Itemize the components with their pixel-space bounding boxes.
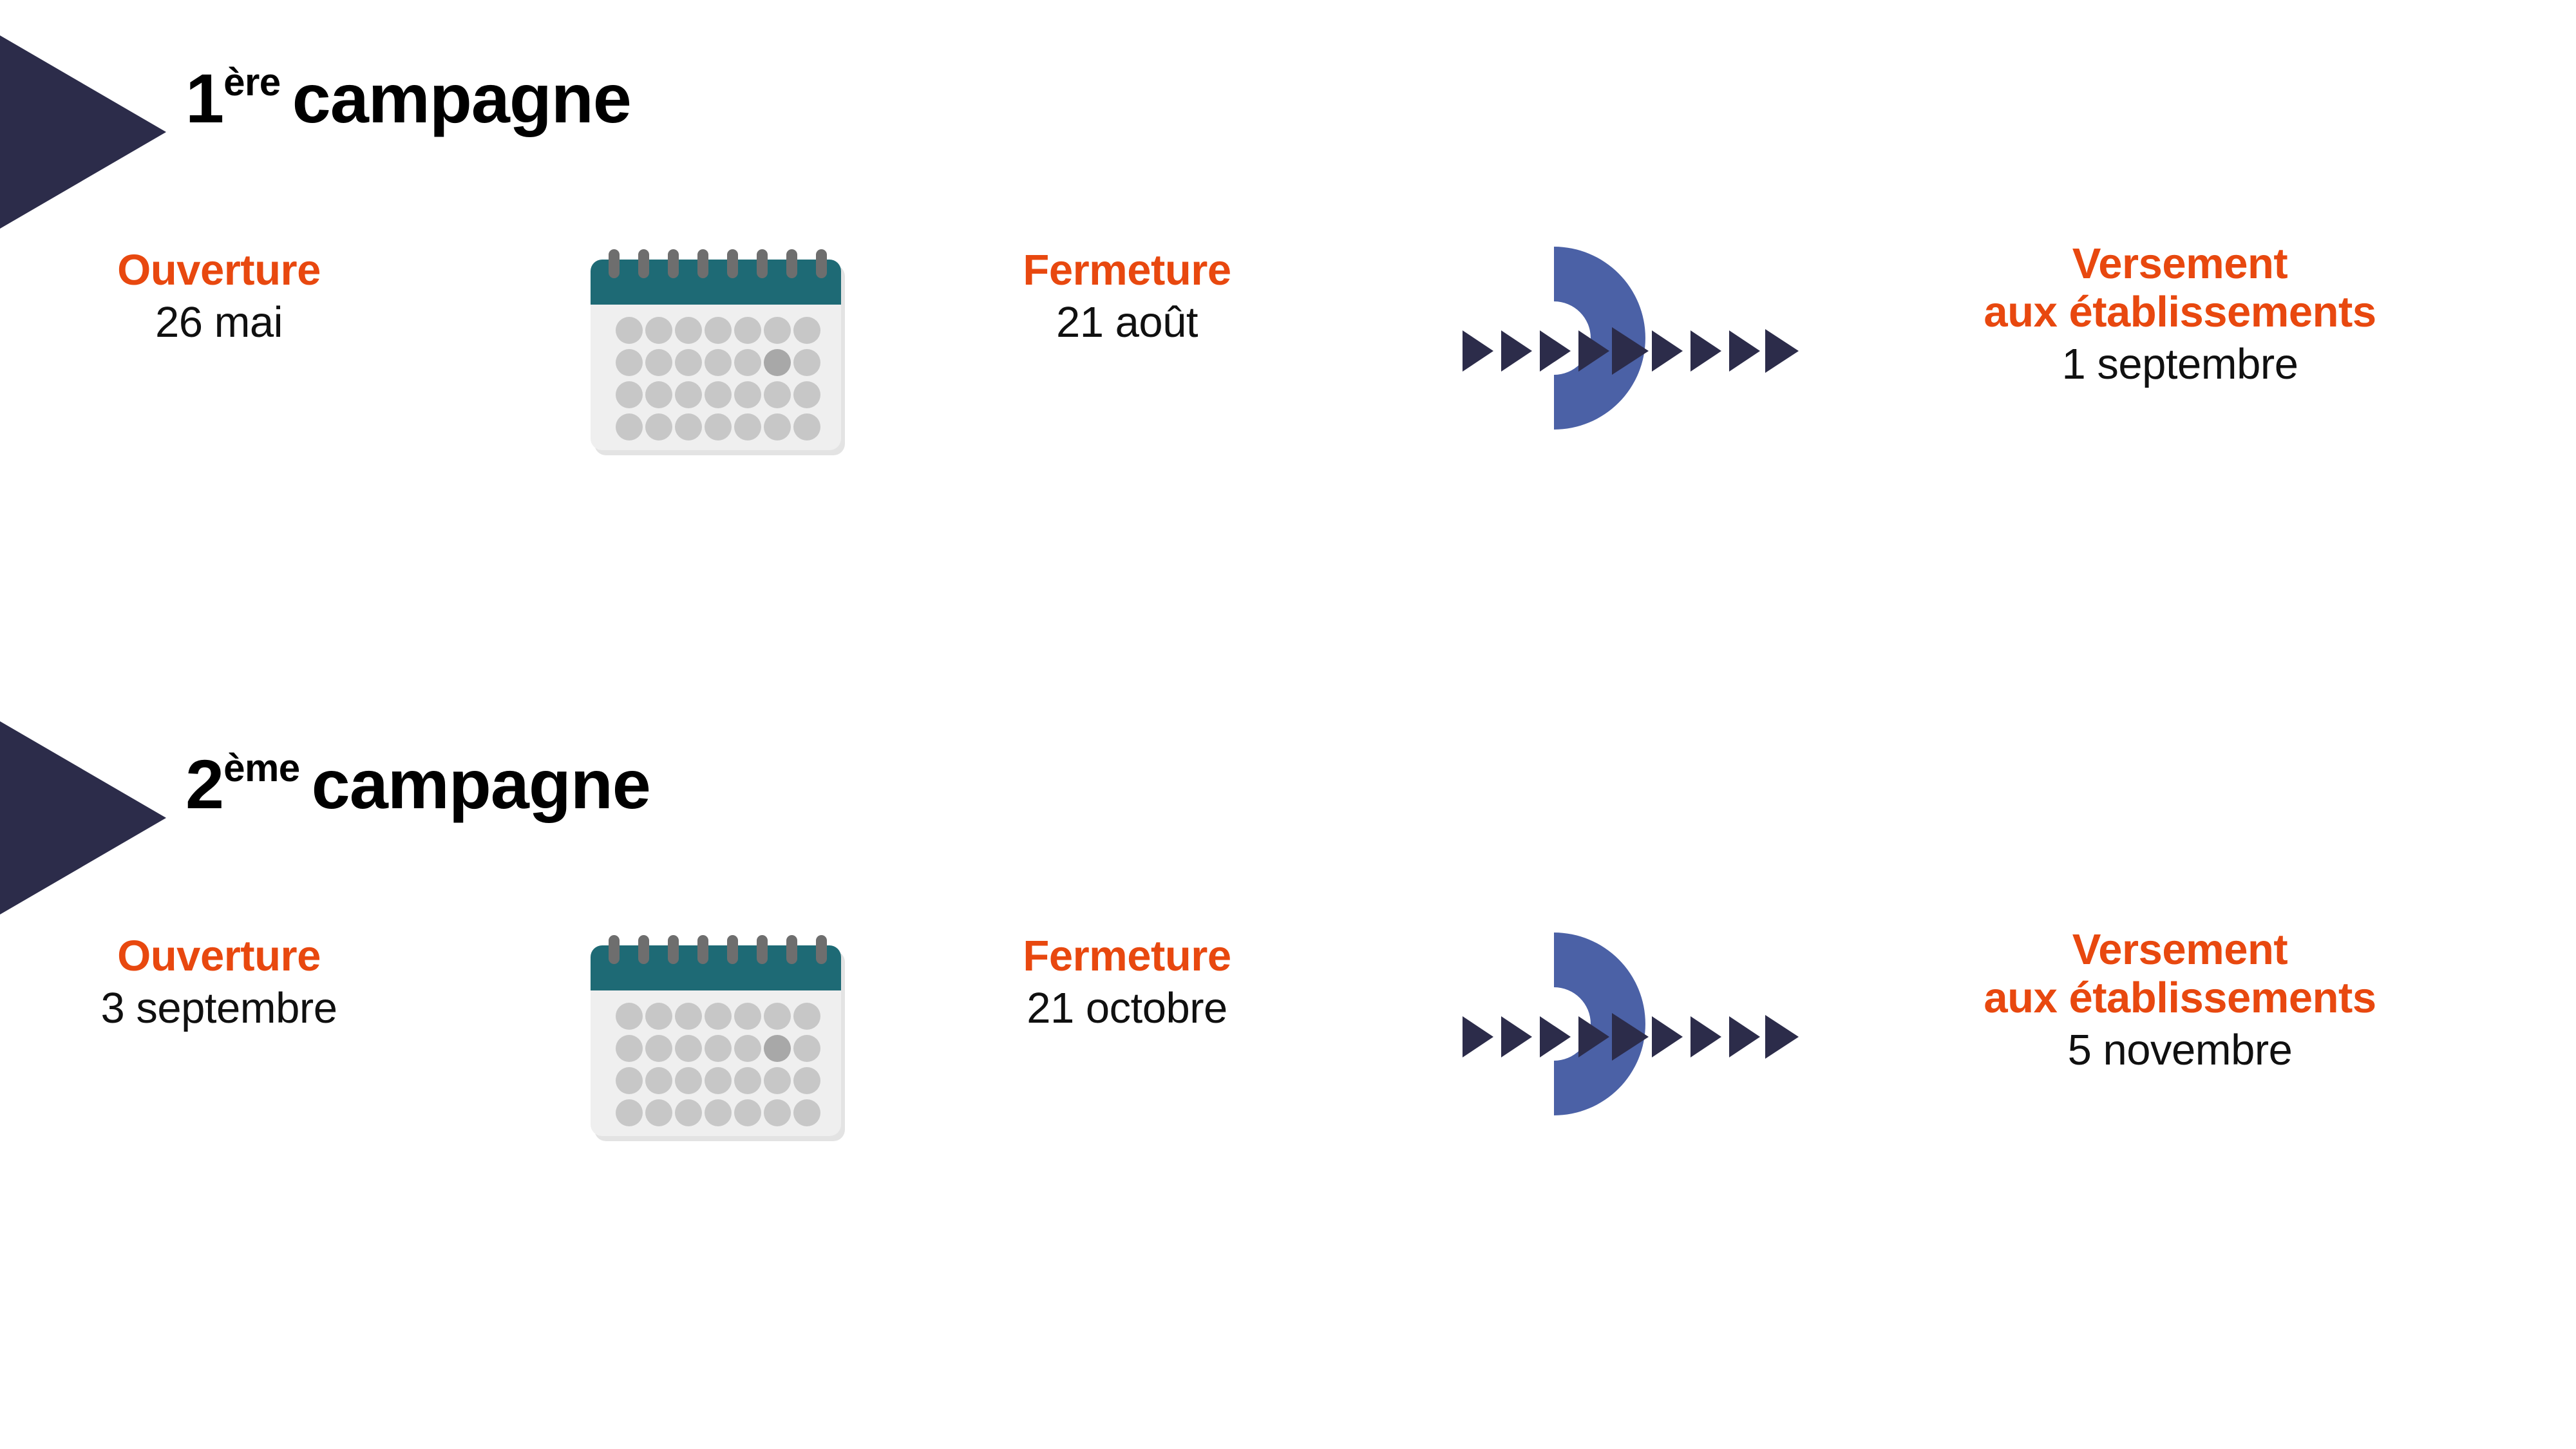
campaign-1-fermeture-date: 21 août <box>1056 298 1198 347</box>
campaign-2-versement-label-2: aux établissements <box>1984 974 2376 1023</box>
campaign-2-word: campagne <box>311 745 651 823</box>
navy-arrow-marker-icon <box>0 721 166 914</box>
campaign-2-number: 2 <box>185 745 224 823</box>
campaign-2-step-versement: Versement aux établissements 5 novembre <box>1829 925 2531 1074</box>
campaign-2-versement-label: Versement <box>2072 925 2288 974</box>
navy-arrow-marker-icon <box>0 35 166 229</box>
campaign-2-ordinal: ème <box>223 746 300 790</box>
campaign-2-fermeture-date: 21 octobre <box>1027 984 1227 1033</box>
calendar-icon <box>589 934 850 1146</box>
campaign-1-ordinal: ère <box>223 61 281 104</box>
campaign-2-step-fermeture: Fermeture 21 octobre <box>927 932 1327 1032</box>
campaign-2-fermeture-label: Fermeture <box>1023 932 1231 980</box>
campaign-2-step-ouverture: Ouverture 3 septembre <box>26 932 412 1032</box>
campaign-1-ouverture-date: 26 mai <box>155 298 283 347</box>
campaign-1-versement-label: Versement <box>2072 240 2288 288</box>
campaign-1-step-fermeture: Fermeture 21 août <box>927 246 1327 346</box>
campaign-1-versement-date: 1 septembre <box>2061 340 2298 389</box>
campaign-2-versement-date: 5 novembre <box>2067 1026 2293 1075</box>
campaign-1-ouverture-label: Ouverture <box>117 246 321 294</box>
campaign-section-1: 1ère campagne Ouverture 26 mai <box>0 0 2576 509</box>
campaign-1-steps: Ouverture 26 mai <box>0 232 2576 509</box>
campaign-1-versement-label-2: aux établissements <box>1984 288 2376 337</box>
campaign-2-ouverture-label: Ouverture <box>117 932 321 980</box>
forward-arrows-icon <box>1446 921 1806 1127</box>
campaign-2-ouverture-date: 3 septembre <box>100 984 337 1033</box>
forward-arrows-icon <box>1446 235 1806 441</box>
campaign-1-word: campagne <box>292 59 632 137</box>
calendar-icon <box>589 248 850 460</box>
campaign-2-steps: Ouverture 3 septembre <box>0 918 2576 1195</box>
campaign-1-number: 1 <box>185 59 224 137</box>
campaign-1-step-ouverture: Ouverture 26 mai <box>26 246 412 346</box>
campaign-1-heading-row: 1ère campagne <box>0 0 2576 232</box>
campaign-1-fermeture-label: Fermeture <box>1023 246 1231 294</box>
campaign-1-step-versement: Versement aux établissements 1 septembre <box>1829 240 2531 388</box>
